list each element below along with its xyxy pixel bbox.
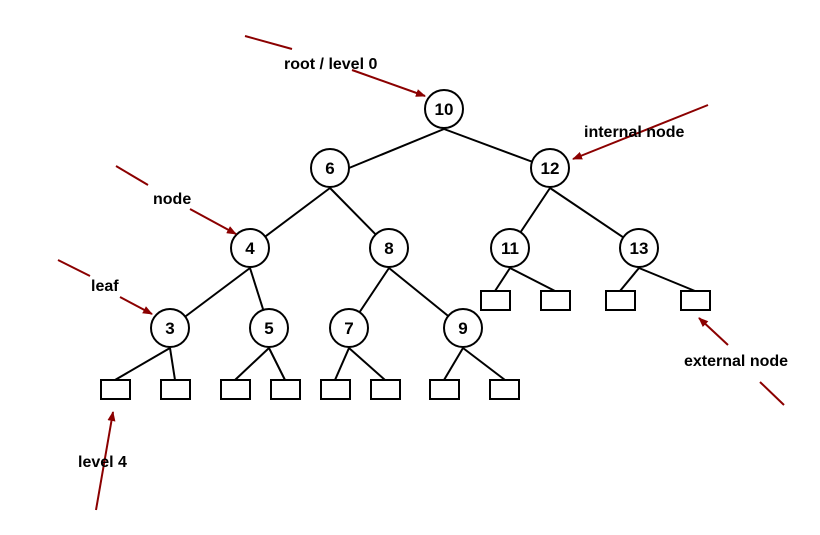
- node-label: 4: [245, 239, 255, 258]
- arrow-leaf-tail: [57, 259, 91, 277]
- node-label: 10: [435, 100, 454, 119]
- tree-node-13: 13: [619, 228, 659, 268]
- tree-node-5: 5: [249, 308, 289, 348]
- tree-node-3: 3: [150, 308, 190, 348]
- external-node: [489, 379, 520, 400]
- label-root-level-0: root / level 0: [284, 56, 377, 73]
- edge-3-ext: [169, 347, 176, 381]
- external-node: [680, 290, 711, 311]
- arrow-external-tail: [759, 381, 785, 406]
- arrow-external: [698, 317, 729, 346]
- label-node: node: [153, 191, 191, 208]
- tree-node-6: 6: [310, 148, 350, 188]
- node-label: 3: [165, 319, 174, 338]
- external-node: [160, 379, 191, 400]
- label-leaf: leaf: [91, 278, 119, 295]
- label-external-node: external node: [684, 353, 788, 370]
- tree-node-11: 11: [490, 228, 530, 268]
- tree-node-12: 12: [530, 148, 570, 188]
- external-node: [370, 379, 401, 400]
- edge-11-ext: [494, 267, 511, 292]
- node-label: 8: [384, 239, 393, 258]
- arrow-internal: [572, 104, 709, 160]
- external-node: [605, 290, 636, 311]
- tree-node-9: 9: [443, 308, 483, 348]
- arrow-leaf: [119, 296, 153, 315]
- annotation-labels: root / level 0 internal node node leaf e…: [78, 56, 788, 471]
- tree-node-4: 4: [230, 228, 270, 268]
- tree-nodes: 10 6 12 4 8 11 13 3: [150, 89, 659, 348]
- tree-edges: [114, 128, 696, 381]
- node-label: 6: [325, 159, 334, 178]
- arrow-root-tail: [244, 35, 293, 50]
- edge-7-ext: [334, 347, 350, 381]
- external-node: [320, 379, 351, 400]
- arrow-root: [351, 69, 426, 97]
- arrow-level4: [95, 411, 116, 511]
- node-label: 5: [264, 319, 273, 338]
- label-internal-node: internal node: [584, 124, 685, 141]
- external-nodes: [100, 290, 711, 400]
- tree-node-10: 10: [424, 89, 464, 129]
- tree-node-7: 7: [329, 308, 369, 348]
- edge-9-ext: [462, 347, 506, 381]
- edge-5-ext: [268, 347, 286, 381]
- arrow-node: [189, 208, 237, 235]
- node-label: 9: [458, 319, 467, 338]
- edge-10-6: [348, 128, 445, 169]
- external-node: [220, 379, 251, 400]
- edge-11-ext: [509, 267, 556, 292]
- annotation-arrows: [57, 35, 785, 511]
- external-node: [100, 379, 131, 400]
- edge-13-ext: [619, 267, 640, 292]
- node-label: 13: [630, 239, 649, 258]
- edge-7-ext: [348, 347, 386, 381]
- external-node: [429, 379, 460, 400]
- arrow-node-tail: [115, 165, 149, 186]
- node-label: 11: [501, 239, 519, 258]
- external-node: [480, 290, 511, 311]
- node-label: 12: [541, 159, 560, 178]
- tree-node-8: 8: [369, 228, 409, 268]
- edge-13-ext: [638, 267, 696, 292]
- external-node: [540, 290, 571, 311]
- edge-5-ext: [234, 347, 270, 381]
- edge-9-ext: [443, 347, 464, 381]
- edge-3-ext: [114, 347, 171, 381]
- external-node: [270, 379, 301, 400]
- node-label: 7: [344, 319, 353, 338]
- label-level-4: level 4: [78, 454, 127, 471]
